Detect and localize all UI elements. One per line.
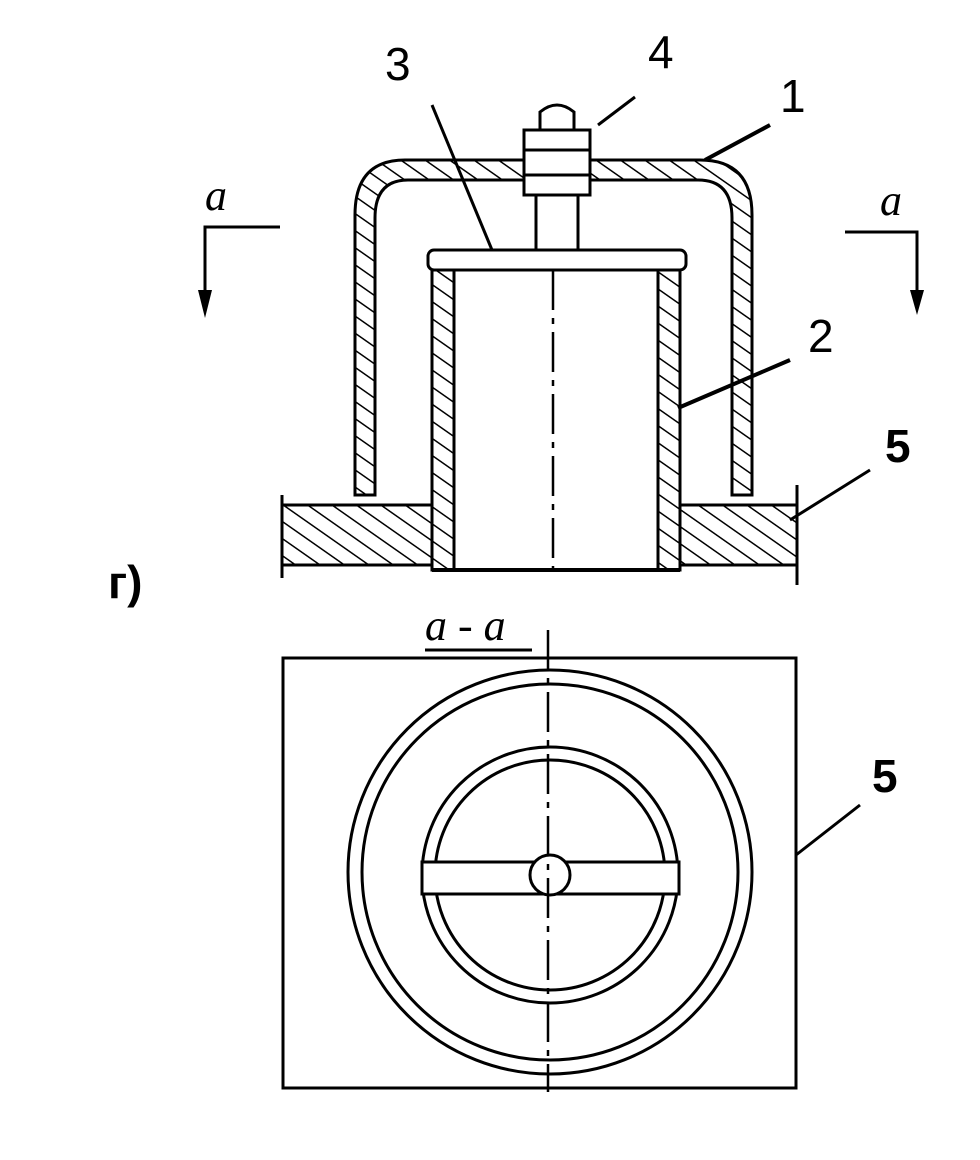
cap-plate-3 <box>426 248 688 272</box>
callout-4: 4 <box>648 26 674 78</box>
leader-3 <box>430 104 494 251</box>
elevation-view: a a 1 2 3 4 5 <box>198 26 924 585</box>
figure-letter: г) <box>108 556 142 608</box>
cut-mark-left: a <box>205 171 227 220</box>
leader-1 <box>704 123 771 162</box>
cover-outer-ring <box>346 668 754 1076</box>
section-title: a - a <box>425 601 506 650</box>
callout-1: 1 <box>780 70 806 122</box>
cut-mark-right: a <box>880 176 902 225</box>
leader-5-bottom <box>795 803 861 857</box>
bolt-tip <box>538 103 576 130</box>
leader-4 <box>597 95 636 127</box>
leader-2 <box>677 358 791 410</box>
cover-part-1 <box>353 158 754 497</box>
callout-2: 2 <box>808 310 834 362</box>
sleeve-wall-right <box>656 268 682 572</box>
callout-5-bottom: 5 <box>872 750 898 802</box>
callout-3: 3 <box>385 38 411 90</box>
callout-5-top: 5 <box>885 420 911 472</box>
cover-inner-ring <box>360 682 740 1062</box>
base-plate-right <box>675 503 799 567</box>
plan-view: 5 <box>281 630 898 1092</box>
base-plate-left <box>280 503 434 567</box>
leader-5-top <box>789 468 871 522</box>
nut-4 <box>522 128 592 197</box>
bolt-plan <box>528 853 572 897</box>
bolt-stem <box>534 193 580 252</box>
sleeve-wall-left <box>430 268 456 572</box>
